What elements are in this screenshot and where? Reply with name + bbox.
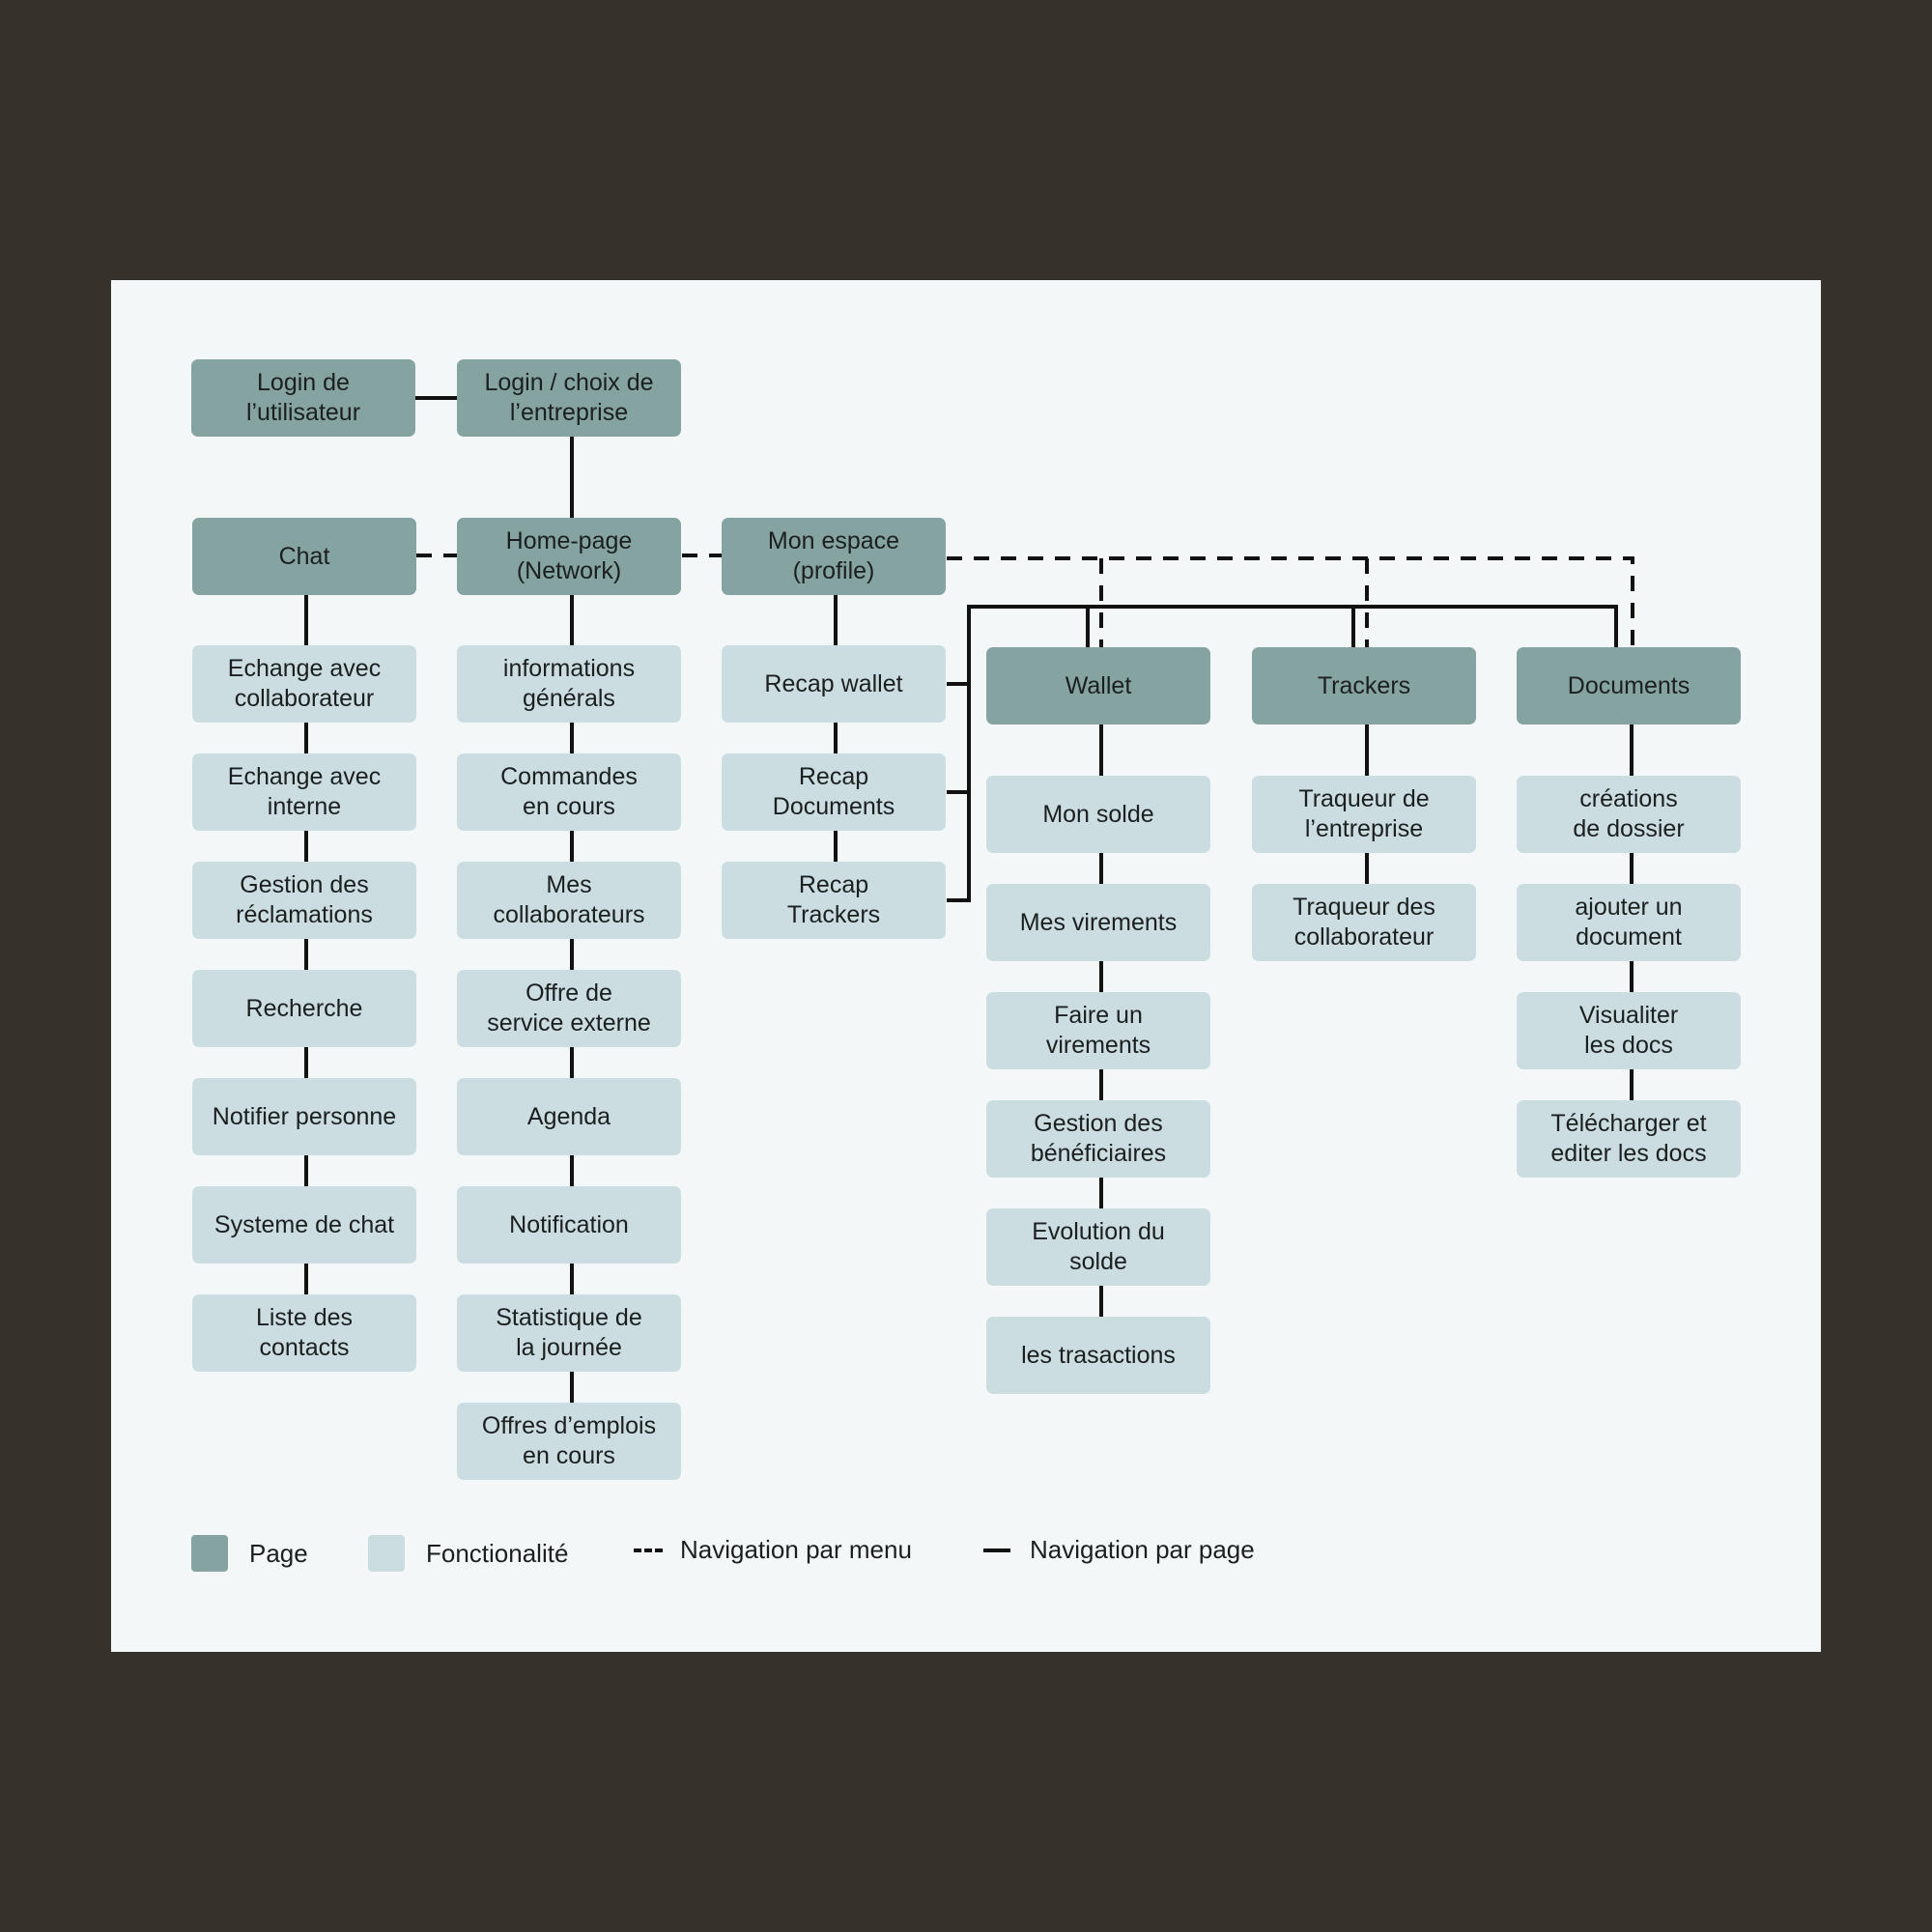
profile-feature-node: Recap Trackers — [722, 862, 946, 939]
chat-feature-node: Notifier personne — [192, 1078, 416, 1155]
chat-feature-node: Systeme de chat — [192, 1186, 416, 1264]
home-feature-node: Mes collaborateurs — [457, 862, 681, 939]
wallet-feature-node: Gestion des bénéficiaires — [986, 1100, 1210, 1178]
legend-page-label: Page — [249, 1538, 308, 1568]
home-feature-node: Agenda — [457, 1078, 681, 1155]
documents-feature-node: Visualiter les docs — [1517, 992, 1741, 1069]
legend-menu-nav-label: Navigation par menu — [680, 1535, 912, 1564]
documents-feature-node: Télécharger et editer les docs — [1517, 1100, 1741, 1178]
legend-page-swatch — [191, 1535, 228, 1572]
diagram-panel — [111, 280, 1821, 1652]
menu-profile-bus — [947, 556, 1634, 647]
legend-solid-line-icon — [983, 1548, 1010, 1552]
chat-feature-node: Gestion des réclamations — [192, 862, 416, 939]
legend-feature-swatch — [368, 1535, 405, 1572]
recap-to-pages-bus — [967, 605, 1618, 900]
legend-page-nav: Navigation par page — [983, 1535, 1255, 1565]
login-company-node: Login / choix de l’entreprise — [457, 359, 681, 437]
home-feature-node: Commandes en cours — [457, 753, 681, 831]
chat-feature-node: Liste des contacts — [192, 1294, 416, 1372]
trackers-feature-node: Traqueur des collaborateur — [1252, 884, 1476, 961]
chat-feature-node: Recherche — [192, 970, 416, 1047]
home-page-node: Home-page (Network) — [457, 518, 681, 595]
home-feature-node: Offre de service externe — [457, 970, 681, 1047]
chat-feature-node: Echange avec interne — [192, 753, 416, 831]
profile-feature-node: Recap Documents — [722, 753, 946, 831]
chat-feature-node: Echange avec collaborateur — [192, 645, 416, 723]
wallet-feature-node: les trasactions — [986, 1317, 1210, 1394]
legend-page-nav-label: Navigation par page — [1030, 1535, 1255, 1564]
trackers-page-node: Trackers — [1252, 647, 1476, 724]
chat-page-node: Chat — [192, 518, 416, 595]
profile-page-node: Mon espace (profile) — [722, 518, 946, 595]
trackers-feature-node: Traqueur de l’entreprise — [1252, 776, 1476, 853]
home-feature-node: informations générals — [457, 645, 681, 723]
wallet-feature-node: Mon solde — [986, 776, 1210, 853]
wallet-page-node: Wallet — [986, 647, 1210, 724]
home-feature-node: Statistique de la journée — [457, 1294, 681, 1372]
legend-feature: Fonctionalité — [368, 1535, 568, 1572]
wallet-feature-node: Mes virements — [986, 884, 1210, 961]
home-feature-node: Notification — [457, 1186, 681, 1264]
legend-feature-label: Fonctionalité — [426, 1538, 569, 1568]
legend-dashed-line-icon — [634, 1548, 663, 1552]
documents-feature-node: créations de dossier — [1517, 776, 1741, 853]
documents-page-node: Documents — [1517, 647, 1741, 724]
legend-page: Page — [191, 1535, 308, 1572]
wallet-feature-node: Faire un virements — [986, 992, 1210, 1069]
documents-feature-node: ajouter un document — [1517, 884, 1741, 961]
wallet-feature-node: Evolution du solde — [986, 1208, 1210, 1286]
login-user-node: Login de l’utilisateur — [191, 359, 415, 437]
legend-menu-nav: Navigation par menu — [634, 1535, 912, 1565]
profile-feature-node: Recap wallet — [722, 645, 946, 723]
home-feature-node: Offres d’emplois en cours — [457, 1403, 681, 1480]
